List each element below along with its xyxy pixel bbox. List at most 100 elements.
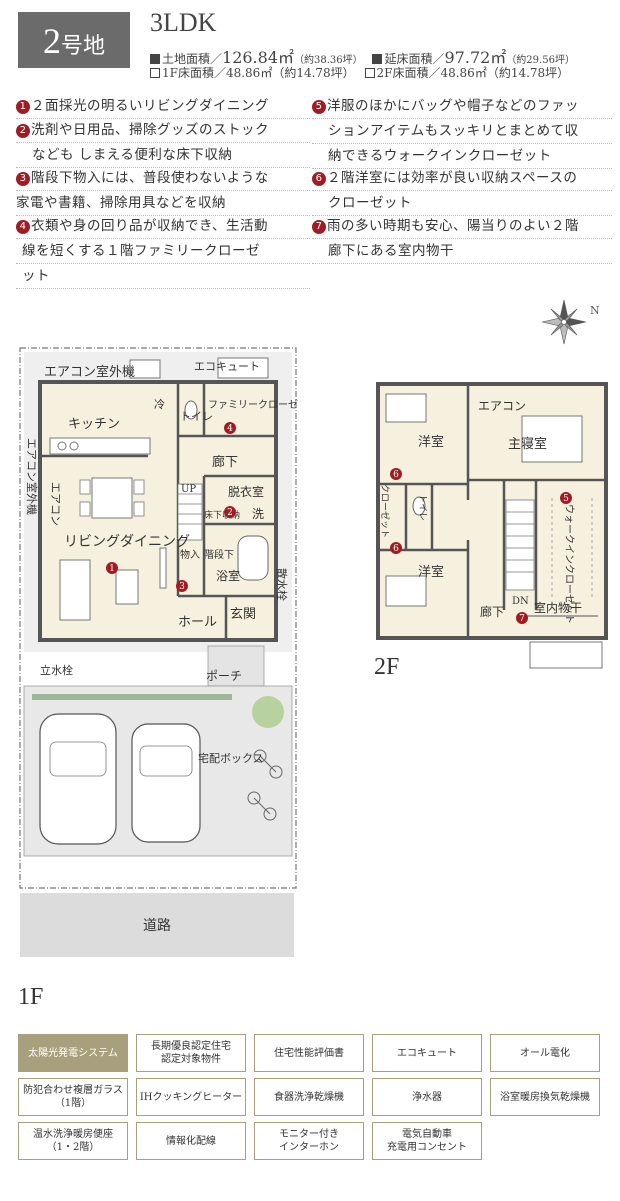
hall-2f-label: 廊下 xyxy=(480,604,504,619)
marker-icon: 6 xyxy=(312,172,326,186)
empty-square-icon xyxy=(364,68,375,78)
feature-text: なども しまえる便利な床下収納 xyxy=(16,143,310,168)
amenity-tag: 長期優良認定住宅認定対象物件 xyxy=(136,1034,246,1072)
floor-label-2f: 2F xyxy=(374,654,400,680)
aircon-label-2f: エアコン xyxy=(478,399,526,413)
marker-icon: 2 xyxy=(16,124,30,138)
bath-label: 浴室 xyxy=(216,568,240,583)
feature-text: ２面採光の明るいリビングダイニング xyxy=(31,98,269,114)
marker-icon: 1 xyxy=(16,100,30,114)
area-row-total: 土地面積／126.84㎡（約38.36坪） 延床面積／97.72㎡（約29.56… xyxy=(150,44,575,68)
filled-square-icon xyxy=(372,54,383,64)
shrub-icon xyxy=(252,696,284,728)
balcony xyxy=(529,641,603,669)
floor1-area: 1F床面積／48.86㎡（約14.78坪） xyxy=(162,66,355,80)
area-row-floors: 1F床面積／48.86㎡（約14.78坪） 2F床面積／48.86㎡（約14.7… xyxy=(150,64,569,81)
land-area-value: 126.84㎡ xyxy=(222,48,295,67)
marker-1f-3: 3 xyxy=(179,582,185,592)
dressing-label: 脱衣室 xyxy=(228,484,264,499)
layout-type: 3LDK xyxy=(150,8,217,37)
marker-2f-6a: 6 xyxy=(393,470,399,480)
feature-text: クローゼット xyxy=(312,191,612,216)
lot-number: 2 xyxy=(42,21,61,61)
marker-icon: 3 xyxy=(16,172,30,186)
feature-text: 衣類や身の回り品が収納でき、生活動 xyxy=(31,218,269,234)
western-bottom-label: 洋室 xyxy=(418,564,444,580)
marker-1f-1: 1 xyxy=(109,564,115,574)
toilet-label-2f: トイレ xyxy=(417,494,427,521)
amenity-tag: エコキュート xyxy=(372,1034,482,1072)
amenity-tag: IHクッキングヒーター xyxy=(136,1078,246,1116)
marker-icon: 7 xyxy=(312,220,326,234)
marker-2f-5: 5 xyxy=(563,494,569,504)
ecocute-label: エコキュート xyxy=(194,360,260,373)
marker-2f-7: 7 xyxy=(519,614,525,624)
dn-label: DN xyxy=(512,596,529,607)
feature-text: ット xyxy=(16,264,310,289)
amenity-tag: 浴室暖房換気乾燥機 xyxy=(490,1078,600,1116)
fridge-label: 冷 xyxy=(154,398,165,411)
marker-icon: 4 xyxy=(16,220,30,234)
empty-square-icon xyxy=(150,68,160,78)
aircon-outdoor-top-label: エアコン室外機 xyxy=(44,364,135,380)
filled-square-icon xyxy=(150,54,160,64)
under-stairs-label: 階段下 xyxy=(204,548,234,561)
amenity-tag: 浄水器 xyxy=(372,1078,482,1116)
toilet-label-1f: トイレ xyxy=(180,410,213,423)
marker-2f-6b: 6 xyxy=(393,544,399,554)
feature-text: ションアイテムもスッキリとまとめて収 xyxy=(312,119,612,144)
delivery-box-label: 宅配ボックス xyxy=(198,751,264,765)
amenity-tag: モニター付きインターホン xyxy=(254,1122,364,1160)
lot-suffix: 号地 xyxy=(60,34,105,59)
feature-text: 階段下物入には、普段使わないような xyxy=(31,170,269,186)
western-top-label: 洋室 xyxy=(418,434,444,450)
living-label: リビングダイニング xyxy=(64,534,190,550)
hall-entry-label: ホール xyxy=(178,615,217,630)
floor-plan-2f: 洋室 エアコン 主寝室 クローゼット トイレ ウォークインクローゼット 洋室 D… xyxy=(376,382,608,669)
amenity-tag: 温水洗浄暖房便座（1・2階） xyxy=(18,1122,128,1160)
floor-label-1f: 1F xyxy=(18,984,44,1010)
wash-label: 洗 xyxy=(252,507,264,521)
amenity-tag: 電気自動車充電用コンセント xyxy=(372,1122,482,1160)
feature-text: 納できるウォークインクローゼット xyxy=(312,144,612,169)
road: 道路 xyxy=(20,893,294,957)
car-icon xyxy=(131,723,201,843)
marker-1f-4: 4 xyxy=(227,424,233,434)
wic-label: ウォークインクローゼット xyxy=(563,504,575,624)
feature-text: 雨の多い時期も安心、陽当りのよい２階 xyxy=(327,218,579,234)
porch-label: ポーチ xyxy=(206,669,242,683)
land-area-label: 土地面積／ xyxy=(162,52,223,66)
drain-label: 散水栓 xyxy=(275,568,289,601)
storage-label: 物入 xyxy=(180,548,200,561)
land-area-tsubo: （約38.36坪） xyxy=(294,55,363,66)
compass-icon: N xyxy=(541,299,600,345)
amenity-tag: 防犯合わせ複層ガラス（1階） xyxy=(18,1078,128,1116)
amenity-tag: 情報化配線 xyxy=(136,1122,246,1160)
hall-1f-label: 廊下 xyxy=(212,454,238,470)
feature-text: 廊下にある室内物干 xyxy=(312,239,612,264)
genkan-label: 玄関 xyxy=(230,607,256,622)
standpipe-label: 立水栓 xyxy=(40,663,73,677)
amenity-tag: オール電化 xyxy=(490,1034,600,1072)
feature-text: ２階洋室には効率が良い収納スペースの xyxy=(327,170,578,186)
lot-badge: 2 号地 xyxy=(18,12,130,68)
aircon-outdoor-side-label: エアコン室外機 xyxy=(25,438,39,515)
up-label: UP xyxy=(181,484,196,495)
amenity-tag: 食器洗浄乾燥機 xyxy=(254,1078,364,1116)
master-label: 主寝室 xyxy=(508,436,547,452)
feature-text: 家電や書籍、掃除用具などを収納 xyxy=(16,191,310,216)
floor-area-tsubo: （約29.56坪） xyxy=(506,55,575,66)
floor-area-value: 97.72㎡ xyxy=(444,48,507,67)
marker-icon: 5 xyxy=(312,100,326,114)
amenity-tag: 住宅性能評価書 xyxy=(254,1034,364,1072)
marker-1f-2: 2 xyxy=(227,508,233,518)
amenity-tag: 太陽光発電システム xyxy=(18,1034,128,1072)
